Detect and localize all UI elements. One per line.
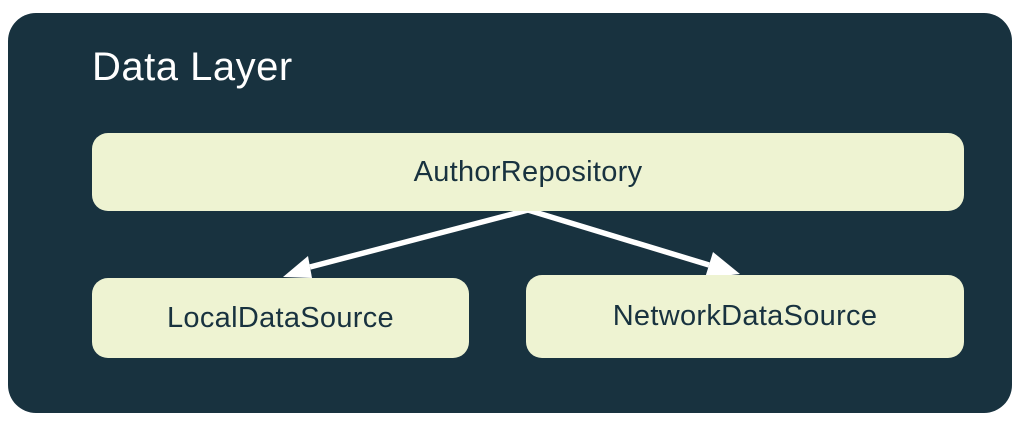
node-network-data-source-label: NetworkDataSource [612,300,878,332]
node-local-data-source-label: LocalDataSource [167,301,394,334]
edge-repository-to-local [283,207,529,278]
node-local-data-source: LocalDataSource [92,278,469,358]
diagram-title: Data Layer [92,45,293,89]
node-author-repository: AuthorRepository [92,133,964,211]
data-layer-container: Data Layer AuthorRepository LocalDataSou… [8,13,1012,413]
edge-repository-to-network [527,207,740,278]
node-network-data-source: NetworkDataSource [526,275,964,358]
arrowhead-left-icon [283,256,312,278]
node-author-repository-label: AuthorRepository [413,155,643,188]
